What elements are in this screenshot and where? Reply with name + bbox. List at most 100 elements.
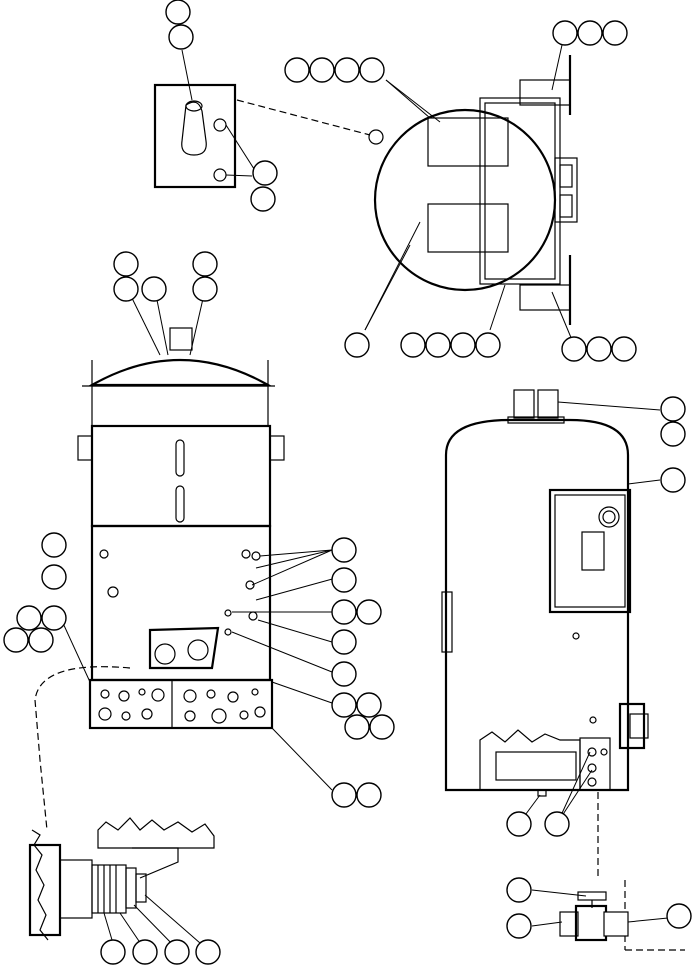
callout-bubble <box>475 332 501 358</box>
tank-top-shell <box>373 108 557 292</box>
callout-bubble <box>41 532 67 558</box>
tank-front-pump-bracket <box>148 626 220 670</box>
callout-bubble <box>16 605 42 631</box>
callout-bubble <box>331 782 357 808</box>
callout-bubble <box>192 251 218 277</box>
coupling-break-line <box>31 829 49 941</box>
callout-bubble <box>552 20 578 46</box>
callout-bubble <box>400 332 426 358</box>
callout-bubble <box>544 811 570 837</box>
gauge-panel-callouts <box>165 0 278 212</box>
valve-detail <box>531 880 685 951</box>
callout-bubble <box>28 627 54 653</box>
callout-bubble <box>356 692 382 718</box>
tank-front-dome <box>87 358 273 387</box>
gauge-panel-detail <box>153 49 371 189</box>
callout-bubble <box>369 714 395 740</box>
coupling-bracket <box>97 817 215 849</box>
gauge-handle-cap <box>185 100 203 112</box>
callout-bubble <box>344 714 370 740</box>
callout-bubble <box>331 567 357 593</box>
callout-bubble <box>331 692 357 718</box>
callout-bubble <box>331 629 357 655</box>
callout-bubble <box>250 186 276 212</box>
callout-bubble <box>586 336 612 362</box>
tank-side-vent-right <box>537 389 559 419</box>
gauge-panel-plate <box>153 83 237 189</box>
tank-side-vent-left <box>513 389 535 419</box>
tank-top-view <box>364 44 578 341</box>
callout-bubble <box>100 939 126 965</box>
callout-bubble <box>3 627 29 653</box>
tank-side-cutaway <box>479 729 581 791</box>
callout-bubble <box>356 782 382 808</box>
gauge-fitting-lower <box>213 168 227 182</box>
tank-front-lower-shell <box>90 524 272 682</box>
callout-bubble <box>506 877 532 903</box>
tank-side-valve-block <box>579 737 611 791</box>
callout-bubble <box>334 57 360 83</box>
valve-callouts <box>506 877 692 939</box>
tank-front-lug-right <box>269 435 285 461</box>
tank-side-view <box>441 389 661 880</box>
detail-link-line <box>236 99 371 136</box>
callout-bubble <box>164 939 190 965</box>
callout-bubble <box>331 537 357 563</box>
callout-bubble <box>611 336 637 362</box>
callout-bubble <box>309 57 335 83</box>
tank-top-frame <box>479 97 561 285</box>
callout-bubble <box>165 0 191 25</box>
callout-bubble <box>666 903 692 929</box>
callout-bubble <box>195 939 221 965</box>
gauge-fitting-upper <box>213 118 227 132</box>
tank-front-view <box>34 289 346 831</box>
callout-bubble <box>331 661 357 687</box>
coupling-callouts <box>100 939 221 965</box>
callout-bubble <box>344 332 370 358</box>
callout-bubble <box>141 276 167 302</box>
tank-front-top-cap <box>169 327 193 351</box>
callout-bubble <box>168 24 194 50</box>
tank-side-sight-glass <box>598 506 620 528</box>
callout-bubble <box>506 811 532 837</box>
callout-bubble <box>450 332 476 358</box>
tank-top-baffle-lower <box>427 203 509 253</box>
callout-bubble <box>660 421 686 447</box>
callout-bubble <box>113 251 139 277</box>
tank-front-lug-left <box>77 435 93 461</box>
coupling-detail <box>28 817 215 951</box>
callout-bubble <box>113 276 139 302</box>
valve-body <box>574 904 608 942</box>
detail-link-line <box>34 666 131 831</box>
callout-bubble <box>284 57 310 83</box>
callout-bubble <box>41 564 67 590</box>
callout-bubble <box>506 913 532 939</box>
tank-side-shell <box>444 418 630 792</box>
tank-side-access-panel <box>548 488 632 614</box>
top-view-callouts <box>284 20 637 362</box>
callout-bubble <box>132 939 158 965</box>
side-view-callouts <box>506 396 686 837</box>
callout-bubble <box>356 599 382 625</box>
tank-top-baffle-upper <box>427 117 509 167</box>
gauge-handle <box>181 101 207 156</box>
callout-bubble <box>602 20 628 46</box>
tank-side-outlet <box>618 702 646 750</box>
tank-side-label-plate <box>581 531 605 571</box>
callout-bubble <box>41 605 67 631</box>
callout-bubble <box>561 336 587 362</box>
coupling-body <box>91 864 127 914</box>
tank-top-vent-fitting <box>368 129 384 145</box>
tank-front-manifold <box>88 678 274 730</box>
callout-bubble <box>577 20 603 46</box>
callout-bubble <box>331 599 357 625</box>
callout-bubbles <box>3 0 692 965</box>
front-view-callouts <box>3 251 395 808</box>
manifold-ports <box>98 688 266 724</box>
callout-bubble <box>192 276 218 302</box>
callout-bubble <box>660 467 686 493</box>
tank-top-end-fitting <box>554 157 578 223</box>
callout-bubble <box>425 332 451 358</box>
